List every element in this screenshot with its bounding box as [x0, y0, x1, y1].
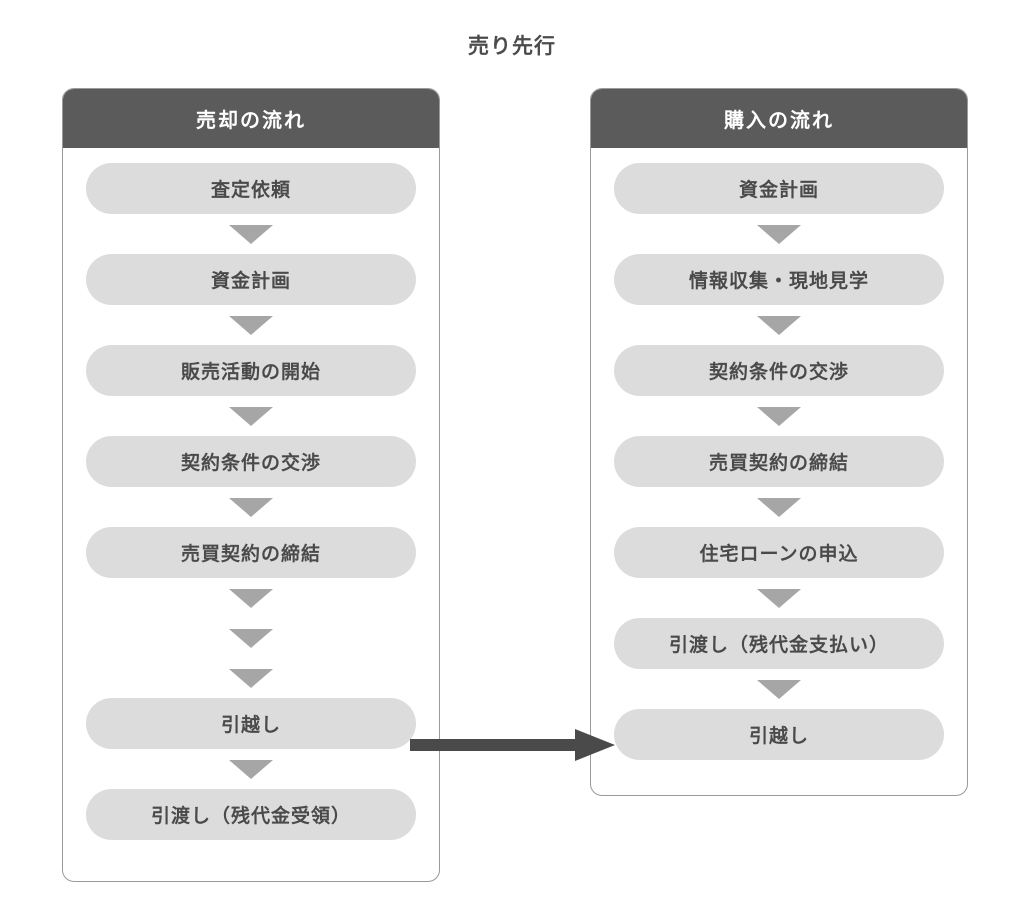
step-pill[interactable]: 販売活動の開始: [86, 345, 416, 396]
column-body-buy: 資金計画 情報収集・現地見学 契約条件の交渉 売買契約の締結 住宅ローンの申込 …: [591, 148, 967, 760]
step-pill[interactable]: 資金計画: [86, 254, 416, 305]
column-header-buy: 購入の流れ: [591, 89, 967, 148]
arrow-down-icon: [229, 498, 273, 517]
arrow-down-icon: [757, 498, 801, 517]
step-pill[interactable]: 情報収集・現地見学: [614, 254, 944, 305]
step-pill[interactable]: 住宅ローンの申込: [614, 527, 944, 578]
step-list-sell: 査定依頼 資金計画 販売活動の開始 契約条件の交渉 売買契約の締結 引越し 引渡…: [63, 163, 439, 840]
step-pill[interactable]: 引渡し（残代金支払い）: [614, 618, 944, 669]
step-pill[interactable]: 査定依頼: [86, 163, 416, 214]
arrow-down-icon: [229, 629, 273, 648]
step-pill[interactable]: 売買契約の締結: [614, 436, 944, 487]
step-pill[interactable]: 引越し: [614, 709, 944, 760]
arrow-down-icon: [229, 407, 273, 426]
step-pill[interactable]: 契約条件の交渉: [614, 345, 944, 396]
cross-flow-arrow-icon: [410, 729, 615, 761]
diagram-title: 売り先行: [468, 35, 556, 58]
step-pill[interactable]: 資金計画: [614, 163, 944, 214]
step-pill[interactable]: 引渡し（残代金受領）: [86, 789, 416, 840]
arrow-down-icon: [229, 760, 273, 779]
arrow-down-icon: [229, 225, 273, 244]
step-pill[interactable]: 契約条件の交渉: [86, 436, 416, 487]
arrow-down-icon: [757, 680, 801, 699]
arrow-down-icon: [229, 669, 273, 688]
step-pill[interactable]: 売買契約の締結: [86, 527, 416, 578]
flow-column-buy: 購入の流れ 資金計画 情報収集・現地見学 契約条件の交渉 売買契約の締結 住宅ロ…: [590, 88, 968, 796]
arrow-down-icon: [757, 589, 801, 608]
step-list-buy: 資金計画 情報収集・現地見学 契約条件の交渉 売買契約の締結 住宅ローンの申込 …: [591, 163, 967, 760]
arrow-down-icon: [229, 589, 273, 608]
arrow-down-icon: [757, 407, 801, 426]
step-pill[interactable]: 引越し: [86, 698, 416, 749]
arrow-down-icon: [757, 225, 801, 244]
gap-arrow-group: [229, 578, 273, 698]
flow-column-sell: 売却の流れ 査定依頼 資金計画 販売活動の開始 契約条件の交渉 売買契約の締結 …: [62, 88, 440, 882]
column-header-sell: 売却の流れ: [63, 89, 439, 148]
arrow-down-icon: [757, 316, 801, 335]
column-body-sell: 査定依頼 資金計画 販売活動の開始 契約条件の交渉 売買契約の締結 引越し 引渡…: [63, 148, 439, 840]
arrow-down-icon: [229, 316, 273, 335]
